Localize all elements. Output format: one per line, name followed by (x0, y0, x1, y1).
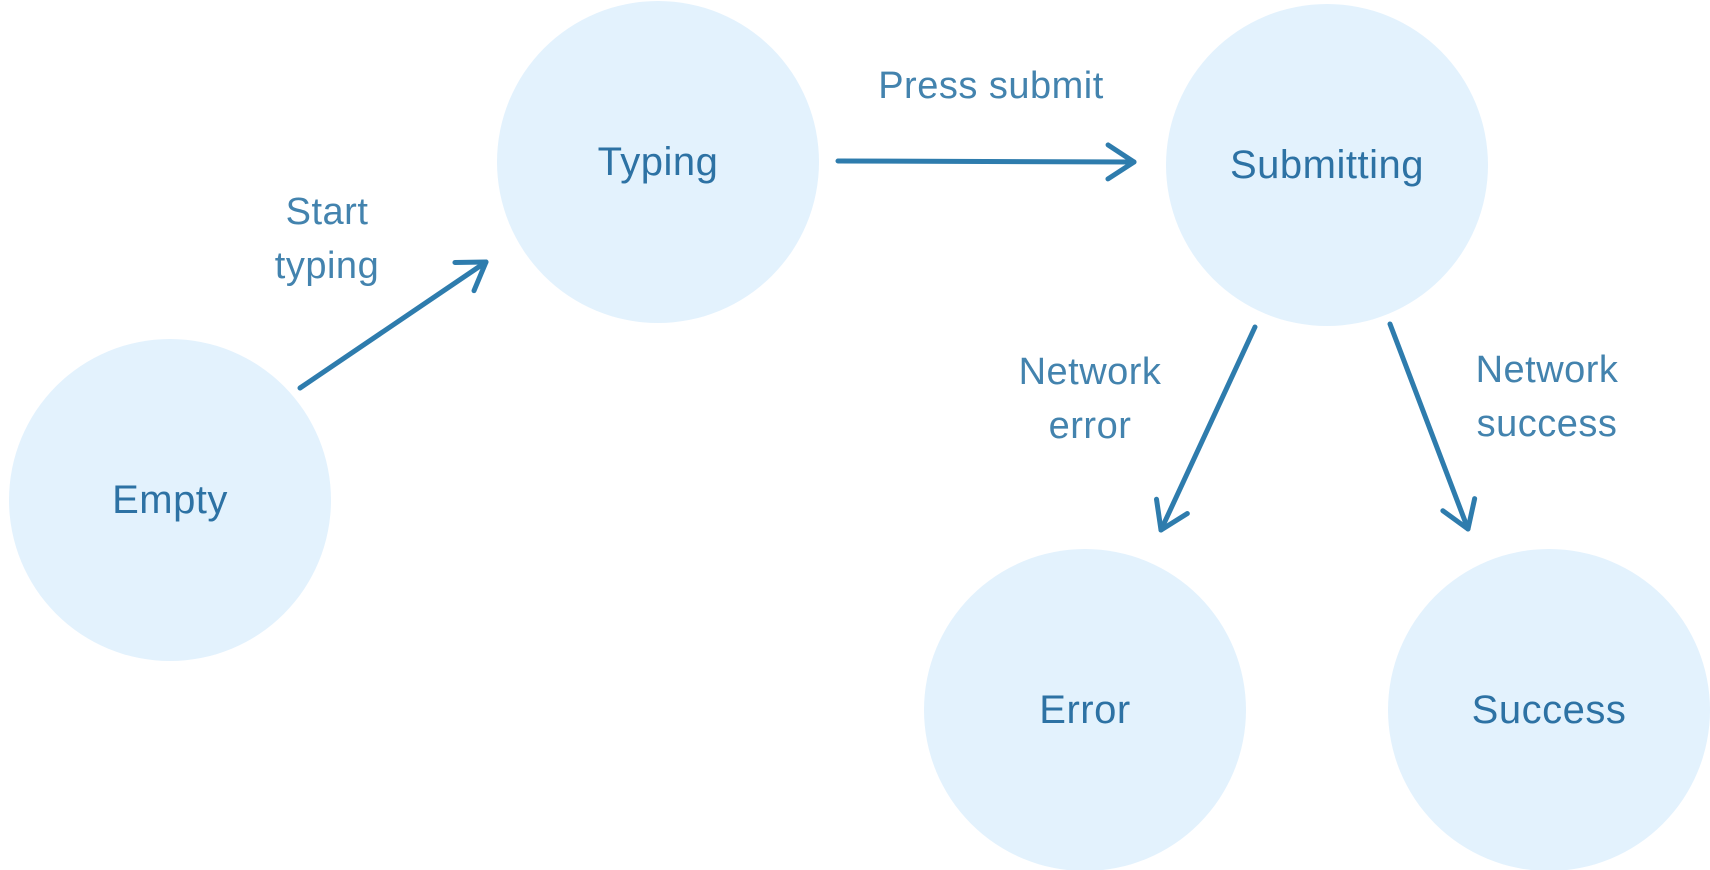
edge-label-line: success (1476, 403, 1618, 445)
state-label-error: Error (1039, 687, 1131, 732)
arrow-submitting-to-success (1387, 321, 1478, 532)
edge-label-line: Press submit (878, 65, 1104, 107)
state-node-submitting: Submitting (1166, 4, 1488, 326)
state-label-success: Success (1471, 687, 1627, 732)
edge-label-line: Start (285, 191, 369, 233)
edge-label-line: Network (1475, 349, 1619, 391)
arrow-typing-to-submitting (835, 142, 1137, 182)
state-node-typing: Typing (497, 1, 819, 323)
edge-label-start-typing: Start typing (275, 185, 379, 293)
edge-label-line: typing (274, 245, 380, 287)
edge-label-line: Network (1018, 351, 1162, 393)
state-node-empty: Empty (9, 339, 331, 661)
edge-label-network-success: Network success (1476, 343, 1619, 451)
state-label-empty: Empty (112, 477, 228, 522)
state-label-submitting: Submitting (1230, 142, 1424, 187)
edge-label-network-error: Network error (1019, 345, 1162, 453)
edge-label-press-submit: Press submit (878, 59, 1104, 113)
state-node-success: Success (1388, 549, 1710, 870)
state-label-typing: Typing (597, 139, 719, 184)
state-node-error: Error (924, 549, 1246, 870)
arrow-submitting-to-error (1153, 324, 1258, 533)
edge-label-line: error (1048, 405, 1132, 447)
